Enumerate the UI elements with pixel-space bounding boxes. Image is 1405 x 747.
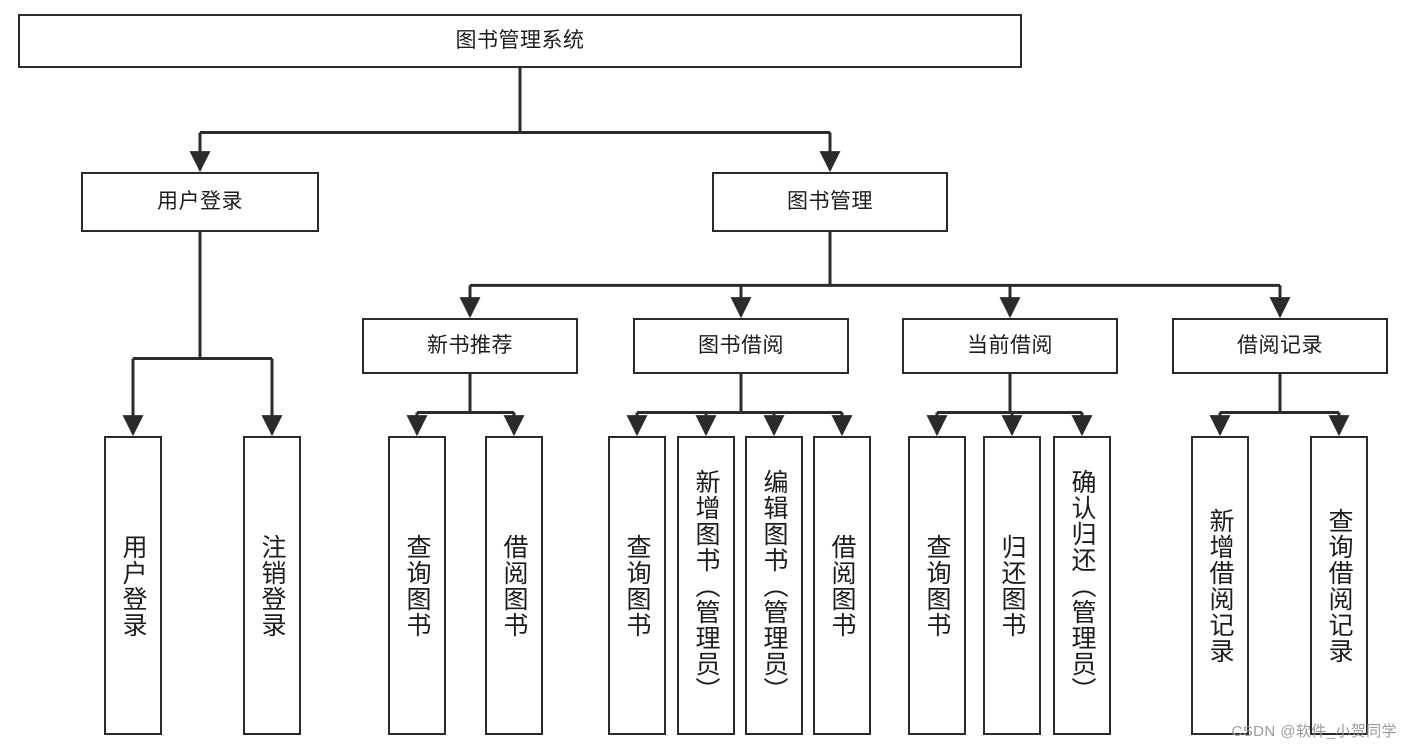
node-leaf-rc-query[interactable]: 查询借阅记录	[1310, 436, 1368, 735]
node-label: 查询借阅记录	[1325, 507, 1353, 664]
node-label: 图书借阅	[698, 333, 784, 357]
node-newbook[interactable]: 新书推荐	[362, 318, 578, 374]
node-label: 图书管理系统	[455, 28, 585, 52]
node-label: 借阅图书	[828, 533, 856, 638]
node-label: 新增图书（管理员）	[692, 468, 720, 703]
node-leaf-nb-query[interactable]: 查询图书	[388, 436, 446, 735]
node-label: 图书管理	[787, 189, 873, 213]
node-leaf-user-login[interactable]: 用户登录	[104, 436, 162, 735]
node-borrow[interactable]: 图书借阅	[633, 318, 849, 374]
node-leaf-rc-add[interactable]: 新增借阅记录	[1191, 436, 1249, 735]
node-leaf-nb-borrow[interactable]: 借阅图书	[485, 436, 543, 735]
node-label: 注销登录	[258, 533, 286, 638]
node-label: 查询图书	[623, 533, 651, 638]
node-label: 用户登录	[119, 533, 147, 638]
node-leaf-bo-edit[interactable]: 编辑图书（管理员）	[745, 436, 803, 735]
node-root[interactable]: 图书管理系统	[18, 14, 1022, 68]
node-label: 归还图书	[998, 533, 1026, 638]
node-label: 确认归还（管理员）	[1068, 468, 1096, 703]
node-label: 编辑图书（管理员）	[760, 468, 788, 703]
node-records[interactable]: 借阅记录	[1172, 318, 1388, 374]
node-current[interactable]: 当前借阅	[902, 318, 1118, 374]
node-label: 借阅记录	[1237, 333, 1323, 357]
node-label: 查询图书	[403, 533, 431, 638]
node-label: 用户登录	[157, 189, 243, 213]
node-leaf-bo-add[interactable]: 新增图书（管理员）	[677, 436, 735, 735]
node-leaf-cu-query[interactable]: 查询图书	[908, 436, 966, 735]
node-leaf-cu-return[interactable]: 归还图书	[983, 436, 1041, 735]
node-label: 当前借阅	[967, 333, 1053, 357]
node-leaf-bo-query[interactable]: 查询图书	[608, 436, 666, 735]
node-bookmgmt[interactable]: 图书管理	[712, 172, 948, 232]
node-label: 借阅图书	[500, 533, 528, 638]
node-label: 新增借阅记录	[1206, 507, 1234, 664]
node-leaf-user-logout[interactable]: 注销登录	[243, 436, 301, 735]
node-leaf-cu-confirm[interactable]: 确认归还（管理员）	[1053, 436, 1111, 735]
node-label: 新书推荐	[427, 333, 513, 357]
node-login[interactable]: 用户登录	[81, 172, 319, 232]
node-leaf-bo-borrow[interactable]: 借阅图书	[813, 436, 871, 735]
node-label: 查询图书	[923, 533, 951, 638]
